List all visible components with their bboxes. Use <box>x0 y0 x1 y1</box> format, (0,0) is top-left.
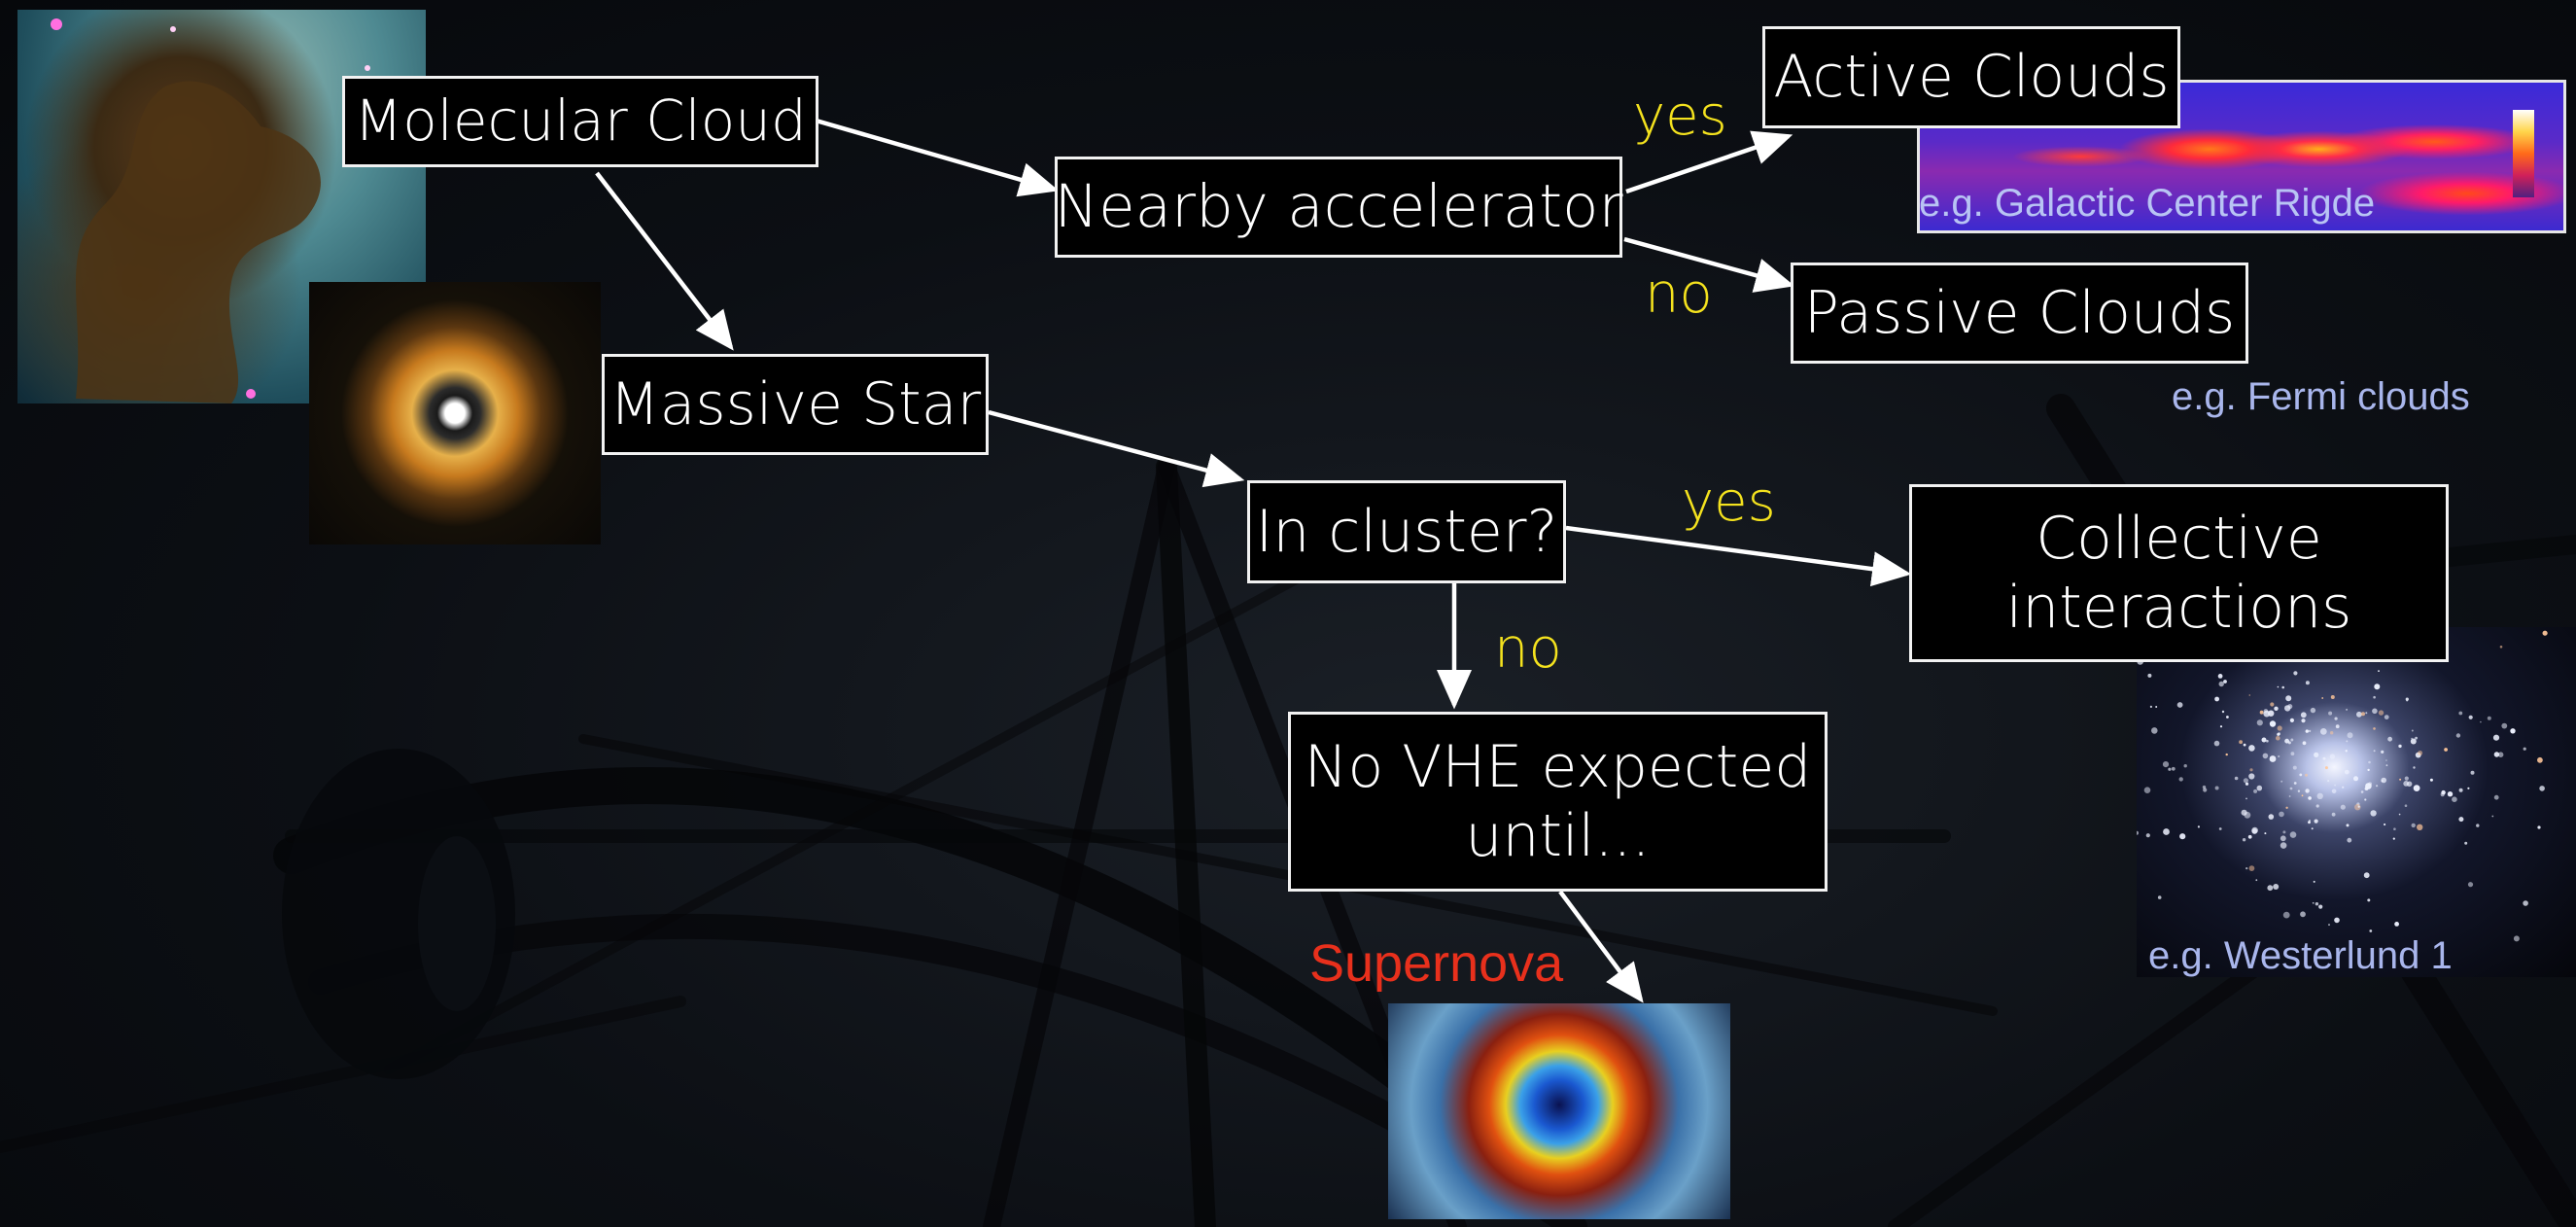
arrow-cluster-to-collective <box>1565 525 1912 587</box>
star-cluster-image <box>2137 627 2576 977</box>
node-passive-clouds-label: Passive Clouds <box>1803 278 2236 347</box>
edge-label-active-yes: yes <box>1633 85 1727 148</box>
node-molecular-cloud-label: Molecular Cloud <box>354 88 807 155</box>
arrow-novhe-to-supernova <box>1558 890 1644 1003</box>
edge-label-cluster-no: no <box>1494 617 1562 681</box>
node-collective-line1: Collective <box>2036 505 2322 574</box>
caption-westerlund: e.g. Westerlund 1 <box>2148 934 2453 977</box>
node-active-clouds: Active Clouds <box>1762 26 2180 128</box>
supernova-label: Supernova <box>1309 934 1564 993</box>
arrow-cloud-to-massive-star <box>595 171 734 351</box>
colorbar <box>2513 110 2534 197</box>
node-massive-star-label: Massive Star <box>609 369 982 438</box>
node-active-clouds-label: Active Clouds <box>1773 43 2170 112</box>
arrow-cloud-to-accelerator <box>812 117 1060 197</box>
node-no-vhe-line1: No VHE expected <box>1304 733 1812 802</box>
arrow-accelerator-to-passive <box>1623 236 1795 293</box>
node-no-vhe: No VHE expected until... <box>1288 712 1828 892</box>
node-collective-interactions: Collective interactions <box>1909 484 2449 662</box>
arrow-accelerator-to-active <box>1625 130 1793 194</box>
caption-fermi-clouds: e.g. Fermi clouds <box>2172 375 2470 418</box>
node-no-vhe-line2: until... <box>1465 801 1651 870</box>
node-collective-line2: interactions <box>2005 573 2352 642</box>
arrow-star-to-cluster <box>988 409 1245 488</box>
edge-label-passive-no: no <box>1645 263 1713 326</box>
node-massive-star: Massive Star <box>602 354 989 455</box>
node-in-cluster: In cluster? <box>1247 480 1566 583</box>
node-passive-clouds: Passive Clouds <box>1791 263 2248 364</box>
supernova-remnant-image <box>1388 1003 1730 1219</box>
node-in-cluster-label: In cluster? <box>1255 497 1558 566</box>
node-nearby-accelerator: Nearby accelerator <box>1054 157 1623 258</box>
caption-galactic-center: e.g. Galactic Center Rigde <box>1919 182 2376 225</box>
node-nearby-accelerator-label: Nearby accelerator <box>1054 172 1623 242</box>
node-molecular-cloud: Molecular Cloud <box>342 76 818 167</box>
edge-label-cluster-yes: yes <box>1682 471 1776 534</box>
star-glow-image <box>309 282 601 544</box>
